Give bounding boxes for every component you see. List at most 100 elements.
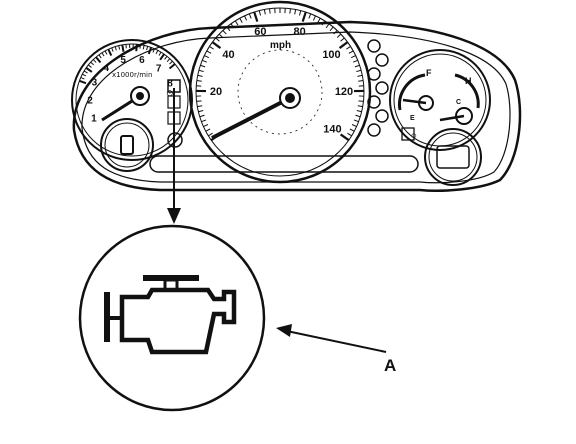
- fuel-temp-gauges: F E H C: [389, 49, 491, 151]
- speed-tick: [301, 11, 307, 22]
- car-door-icon: [120, 135, 134, 155]
- speed-tick: [356, 69, 362, 73]
- indicator-lamp: [367, 95, 381, 109]
- fuel-scale: [398, 73, 426, 111]
- tach-tick: [155, 50, 159, 55]
- speed-tick: [202, 59, 208, 63]
- speed-tick: [317, 17, 321, 23]
- tach-tick: [88, 64, 92, 68]
- speed-tick: [197, 105, 203, 108]
- tach-number: 5: [120, 55, 126, 66]
- speed-tick: [357, 105, 363, 108]
- tach-tick: [118, 45, 121, 50]
- tach-tick: [164, 56, 168, 60]
- speed-tick: [205, 128, 211, 132]
- speed-tick: [208, 132, 213, 137]
- tach-tick: [98, 54, 102, 59]
- temp-hot-label: H: [465, 76, 472, 86]
- speed-tick: [358, 100, 364, 102]
- speed-tick: [308, 13, 312, 19]
- instrument-cluster: [72, 20, 522, 192]
- speed-tick: [197, 74, 203, 77]
- speed-tick: [239, 17, 243, 23]
- speed-tick: [196, 100, 202, 102]
- tach-tick: [114, 46, 117, 51]
- speed-tick: [356, 110, 362, 113]
- speed-tick: [347, 132, 352, 137]
- speed-tick: [230, 23, 235, 29]
- speed-tick: [244, 15, 248, 21]
- speed-tick: [222, 30, 227, 35]
- speed-needle: [211, 96, 291, 140]
- speed-tick: [336, 33, 342, 38]
- magnified-view: [78, 224, 266, 412]
- speed-tick: [289, 8, 291, 14]
- speed-tick: [357, 74, 363, 77]
- speed-tick: [354, 64, 360, 68]
- speed-number: 60: [254, 26, 266, 38]
- tach-tick: [82, 73, 87, 77]
- speed-number: 120: [335, 86, 353, 98]
- speed-tick: [258, 10, 261, 16]
- tach-number: 3: [92, 77, 98, 88]
- speed-tick: [325, 23, 330, 29]
- callout-label: A: [384, 356, 396, 375]
- speed-tick: [333, 30, 338, 35]
- speed-tick: [340, 37, 345, 42]
- speed-tick: [351, 124, 357, 128]
- indicator-lamp: [367, 123, 381, 137]
- tach-number: 7: [156, 63, 162, 74]
- speed-unit-label: mph: [270, 40, 291, 51]
- tach-tick: [169, 60, 173, 65]
- speed-tick: [253, 11, 259, 22]
- speed-tick: [348, 50, 354, 54]
- tach-tick: [166, 58, 171, 62]
- speed-tick: [218, 33, 224, 38]
- tach-number: 1: [91, 114, 97, 125]
- tach-number: 6: [139, 55, 145, 66]
- tach-tick: [95, 56, 102, 64]
- speed-tick: [201, 119, 207, 123]
- indicator-lamp: [375, 53, 389, 67]
- speed-tick: [196, 80, 202, 82]
- speed-tick: [206, 50, 212, 54]
- speed-tick: [349, 128, 355, 132]
- speed-tick: [198, 69, 204, 73]
- speed-tick: [338, 41, 349, 49]
- speed-number: 80: [294, 26, 306, 38]
- tach-tick: [101, 52, 105, 57]
- speed-tick: [234, 20, 239, 26]
- left-small-dial: [100, 118, 154, 172]
- tach-tick: [152, 48, 156, 53]
- speed-tick: [200, 64, 206, 68]
- speed-tick: [353, 119, 359, 123]
- temp-scale: [454, 73, 480, 109]
- speed-tick: [203, 124, 209, 128]
- speed-tick: [339, 133, 350, 142]
- indicator-lamp: [367, 39, 381, 53]
- speed-tick: [263, 9, 266, 15]
- tach-tick: [92, 59, 97, 63]
- tach-tick: [158, 51, 162, 56]
- tach-tick: [142, 45, 145, 50]
- speed-number: 20: [210, 86, 222, 98]
- speed-tick: [352, 59, 358, 63]
- speed-tick: [198, 110, 204, 113]
- speed-tick: [321, 20, 326, 26]
- tach-number: 8: [167, 78, 173, 89]
- callout-a: A: [276, 324, 396, 375]
- speed-tick: [355, 114, 361, 118]
- tach-tick: [135, 44, 138, 52]
- tach-tick: [146, 46, 149, 51]
- tach-unit-label: x1000r/min: [112, 71, 152, 79]
- tach-tick: [79, 79, 87, 85]
- tach-tick: [80, 76, 85, 80]
- indicator-lamp: [367, 67, 381, 81]
- speed-tick: [358, 80, 364, 82]
- odometer-display: ⊙: [411, 128, 482, 186]
- tach-tick: [104, 50, 108, 55]
- svg-text:⊙: ⊙: [166, 89, 174, 99]
- speed-number: 40: [222, 49, 234, 61]
